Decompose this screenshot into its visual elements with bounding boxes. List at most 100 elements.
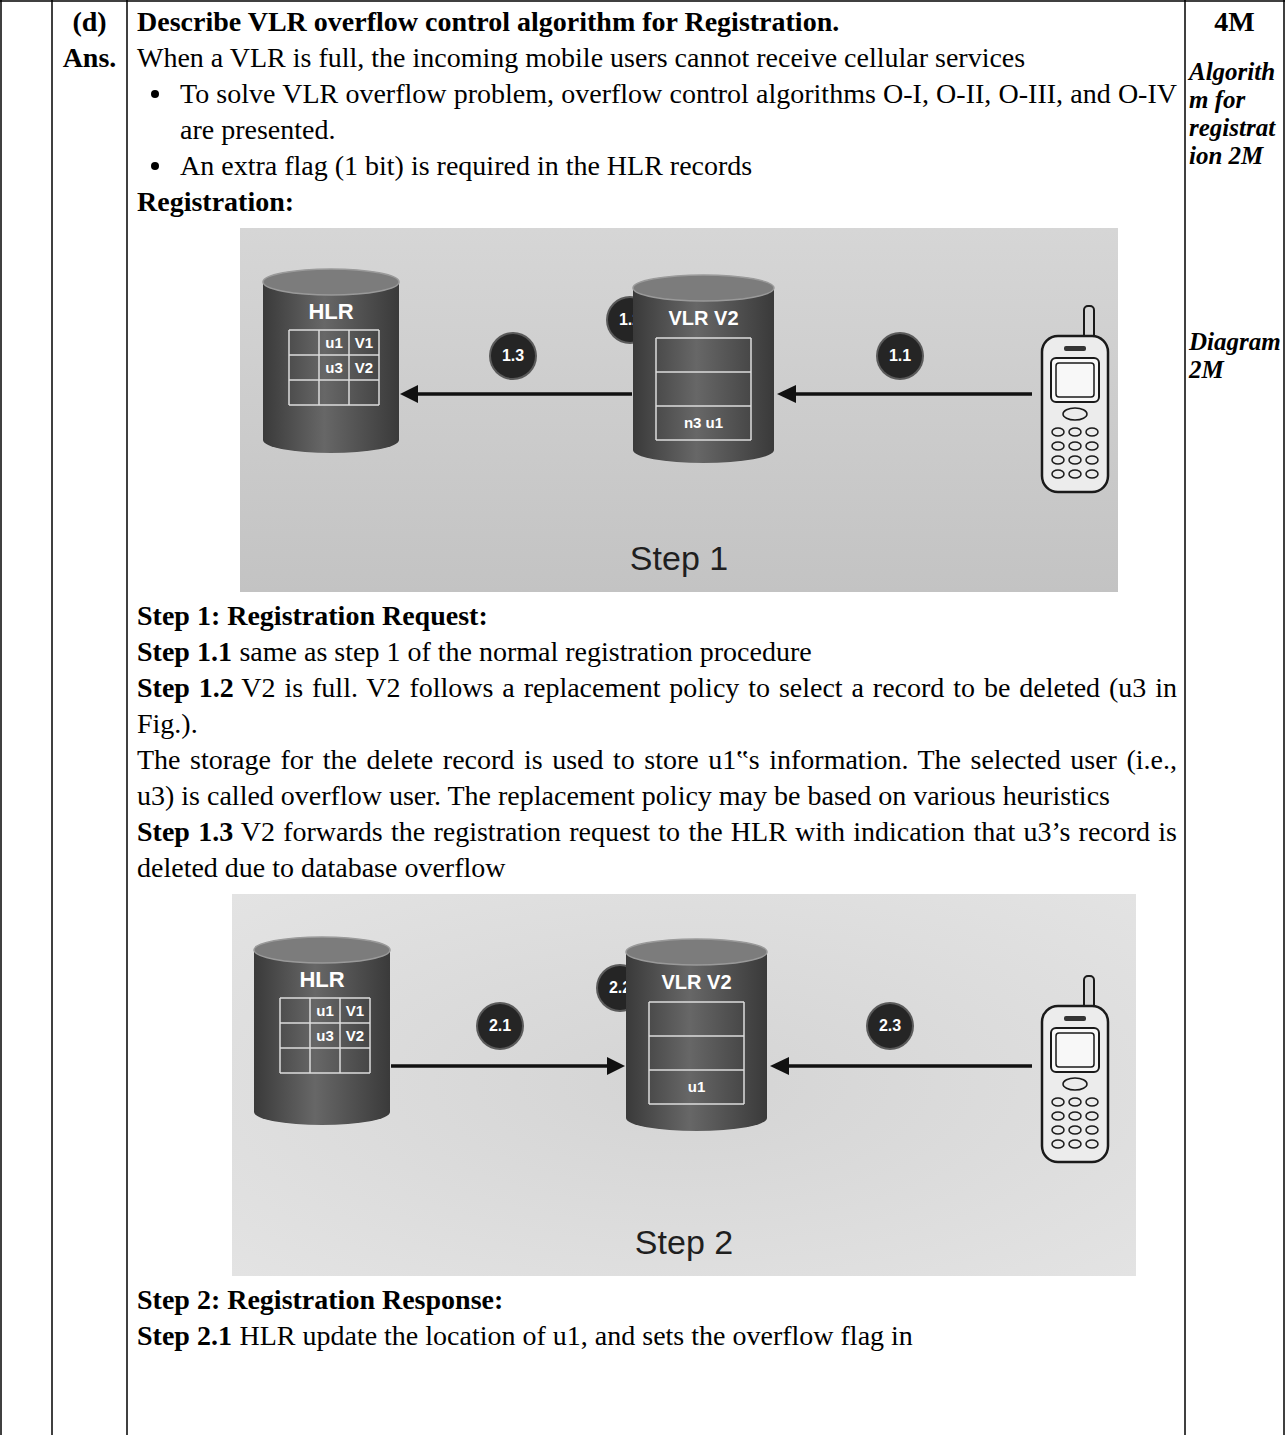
step-paragraph: Step 2.1HLR update the location of u1, a… — [137, 1318, 1177, 1354]
record-cell: u1 — [316, 998, 334, 1023]
drawing-part — [1069, 1126, 1081, 1134]
marks-total: 4M — [1185, 4, 1284, 40]
cylinder-body — [263, 282, 399, 453]
record-cell: V1 — [355, 330, 373, 355]
record-line — [743, 1002, 745, 1104]
cylinder-shape — [625, 938, 768, 1132]
phone-arrow — [788, 1064, 1032, 1068]
section-heading: Step 1: Registration Request: — [137, 598, 1177, 634]
record-line — [649, 1103, 744, 1105]
drawing-part — [1063, 408, 1087, 420]
drawing-part — [1052, 442, 1064, 450]
record-line — [280, 1047, 370, 1049]
record-cell: n3 u1 — [684, 406, 723, 440]
bullet-dot — [151, 162, 159, 170]
bullet-item: To solve VLR overflow problem, overflow … — [137, 76, 1177, 148]
drawing-part — [1064, 346, 1086, 351]
step-paragraph: Step 1.3V2 forwards the registration req… — [137, 814, 1177, 886]
record-line — [309, 998, 311, 1073]
drawing-part — [1052, 456, 1064, 464]
table-border — [51, 0, 53, 1435]
record-cell: u1 — [688, 1070, 706, 1104]
section-heading: Registration: — [137, 184, 1177, 220]
drawing-part — [1086, 1140, 1098, 1148]
record-line — [656, 371, 751, 373]
drawing-part — [1069, 442, 1081, 450]
record-line — [649, 1035, 744, 1037]
database-name: HLR — [308, 300, 353, 324]
record-cell: V2 — [346, 1023, 364, 1048]
record-line — [289, 354, 379, 356]
figure-panel: Step 1HLRu1V1u3V21.31.2VLR V2n3 u11.1 — [240, 228, 1118, 592]
body-text: same as step 1 of the normal registratio… — [239, 636, 811, 667]
database-name: VLR V2 — [661, 970, 731, 994]
drawing-part — [1051, 358, 1099, 402]
arrow-line — [391, 1064, 608, 1068]
figure-background — [232, 894, 1136, 1276]
table-border — [0, 0, 1285, 2]
cylinder-top — [626, 939, 767, 965]
step-number-circle: 1.1 — [878, 334, 922, 378]
cylinder-top — [633, 275, 774, 301]
drawing-part — [1069, 1140, 1081, 1148]
drawing-part — [1056, 363, 1094, 397]
cylinder-body — [626, 952, 767, 1131]
drawing-part — [1056, 1033, 1094, 1067]
drawing-part — [1052, 428, 1064, 436]
mobile-phone — [1042, 306, 1108, 492]
database-name: VLR V2 — [668, 306, 738, 330]
marks-note: Diagram 2M — [1189, 328, 1282, 384]
arrow-head — [777, 385, 796, 403]
figure-panel: Step 2HLRu1V1u3V22.12.2VLR V2u12.3 — [232, 894, 1136, 1276]
record-line — [750, 338, 752, 440]
database-name: HLR — [299, 968, 344, 992]
step-number-circle: 2.1 — [478, 1004, 522, 1048]
answer-label: Ans. — [52, 40, 127, 76]
bullet-dot — [151, 90, 159, 98]
drawing-part — [1086, 470, 1098, 478]
record-line — [656, 405, 751, 407]
record-line — [655, 338, 657, 440]
drawing-part — [1051, 1028, 1099, 1072]
drawing-part — [1042, 1006, 1108, 1162]
cylinder-top — [263, 269, 399, 295]
record-line — [280, 1022, 370, 1024]
record-line — [656, 337, 751, 339]
drawing-part — [1086, 428, 1098, 436]
drawing-part — [1063, 1078, 1087, 1090]
step-number: Step 1.3 — [137, 816, 233, 847]
step-number: 2.3 — [879, 1017, 901, 1035]
record-line — [279, 998, 281, 1073]
arrow-head — [400, 385, 418, 403]
record-line — [656, 439, 751, 441]
record-line — [289, 329, 379, 331]
drawing-part — [1069, 456, 1081, 464]
mobile-phone — [1042, 976, 1108, 1162]
step-number: Step 1.1 — [137, 636, 232, 667]
cylinder-body — [633, 288, 774, 463]
step-number: 2.1 — [489, 1017, 511, 1035]
flow-arrow — [400, 385, 632, 403]
question-text: Describe VLR overflow control algorithm … — [137, 4, 1177, 40]
body-text: The storage for the delete record is use… — [137, 742, 1177, 814]
table-border — [126, 0, 128, 1435]
arrow-head — [770, 1057, 789, 1075]
record-line — [648, 1002, 650, 1104]
drawing-part — [1086, 1112, 1098, 1120]
drawing-part — [1042, 336, 1108, 492]
vlr-database: VLR V2 u1 — [625, 938, 768, 1132]
drawing-part — [1052, 1112, 1064, 1120]
drawing-part — [1069, 428, 1081, 436]
drawing-part — [1086, 442, 1098, 450]
body-text: To solve VLR overflow problem, overflow … — [180, 76, 1177, 148]
hlr-database: HLRu1V1u3V2 — [253, 936, 391, 1126]
record-line — [289, 379, 379, 381]
figure-slot: Step 1HLRu1V1u3V21.31.2VLR V2n3 u11.1 — [240, 228, 1118, 592]
drawing-part — [1069, 470, 1081, 478]
step-number: Step 2.1 — [137, 1320, 232, 1351]
record-line — [649, 1001, 744, 1003]
drawing-part — [1052, 1140, 1064, 1148]
marks-note: Algorith m for registrat ion 2M — [1189, 58, 1282, 170]
table-border — [0, 0, 2, 1435]
body-text: HLR update the location of u1, and sets … — [239, 1320, 912, 1351]
